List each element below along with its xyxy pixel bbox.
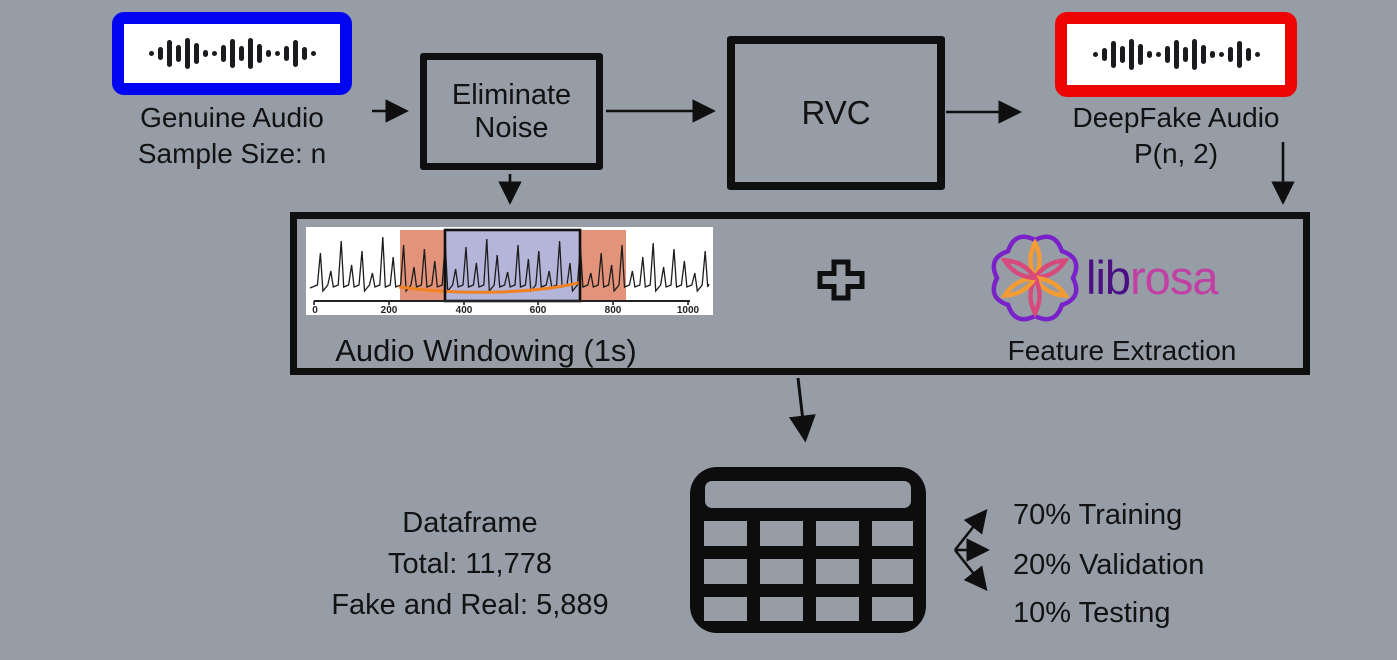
split-training-label: 70% Training [1013, 499, 1183, 531]
eliminate-noise-line1: Eliminate [451, 78, 572, 111]
plot-tick-600: 600 [530, 305, 547, 315]
plot-tick-1000: 1000 [677, 305, 700, 315]
feature-extraction-label: Feature Extraction [1007, 335, 1237, 366]
dataframe-table-icon [690, 467, 926, 633]
plot-overlap-region-right [580, 230, 626, 301]
librosa-flower-icon [991, 234, 1079, 322]
arrow-bigbox-to-table [788, 377, 816, 443]
rvc-box: RVC [727, 36, 945, 190]
plot-tick-200: 200 [381, 305, 398, 315]
eliminate-noise-line2: Noise [474, 111, 549, 144]
deepfake-audio-box [1055, 12, 1297, 97]
genuine-audio-label: Genuine Audio Sample Size: n [82, 100, 382, 172]
dataframe-fake-real: Fake and Real: 5,889 [331, 589, 609, 621]
genuine-audio-subtitle: Sample Size: n [137, 137, 327, 169]
windowing-label: Audio Windowing (1s) [335, 333, 637, 368]
plot-tick-0: 0 [312, 305, 318, 315]
arrow-split-training [953, 508, 988, 551]
deepfake-audio-title: DeepFake Audio [1072, 102, 1280, 133]
plus-icon [817, 259, 865, 301]
waveform-icon [148, 38, 316, 69]
split-testing-label: 10% Testing [1013, 597, 1171, 629]
plot-orange-curve [398, 280, 583, 294]
genuine-audio-title: Genuine Audio [140, 102, 324, 133]
plot-waveform [309, 236, 710, 293]
plot-tick-800: 800 [605, 305, 622, 315]
librosa-wordmark: librosa [1086, 250, 1218, 305]
deepfake-audio-subtitle: P(n, 2) [1133, 137, 1219, 169]
genuine-audio-box [112, 12, 352, 95]
dataframe-title: Dataframe [402, 507, 538, 539]
waveform-icon [1092, 39, 1260, 70]
rvc-label: RVC [801, 94, 871, 131]
dataframe-summary: Dataframe Total: 11,778 Fake and Real: 5… [315, 503, 625, 626]
split-validation-label: 20% Validation [1013, 549, 1205, 581]
arrow-split-testing [953, 549, 988, 592]
audio-windowing-plot: 0 200 400 600 800 1000 [306, 227, 713, 315]
processing-box [290, 212, 1310, 375]
librosa-lib-text: lib [1086, 251, 1131, 304]
dataframe-total: Total: 11,778 [388, 548, 552, 580]
eliminate-noise-box: Eliminate Noise [420, 53, 603, 170]
plot-tick-400: 400 [456, 305, 473, 315]
librosa-rosa-text: rosa [1130, 251, 1218, 304]
deepfake-audio-label: DeepFake Audio P(n, 2) [1026, 100, 1326, 172]
